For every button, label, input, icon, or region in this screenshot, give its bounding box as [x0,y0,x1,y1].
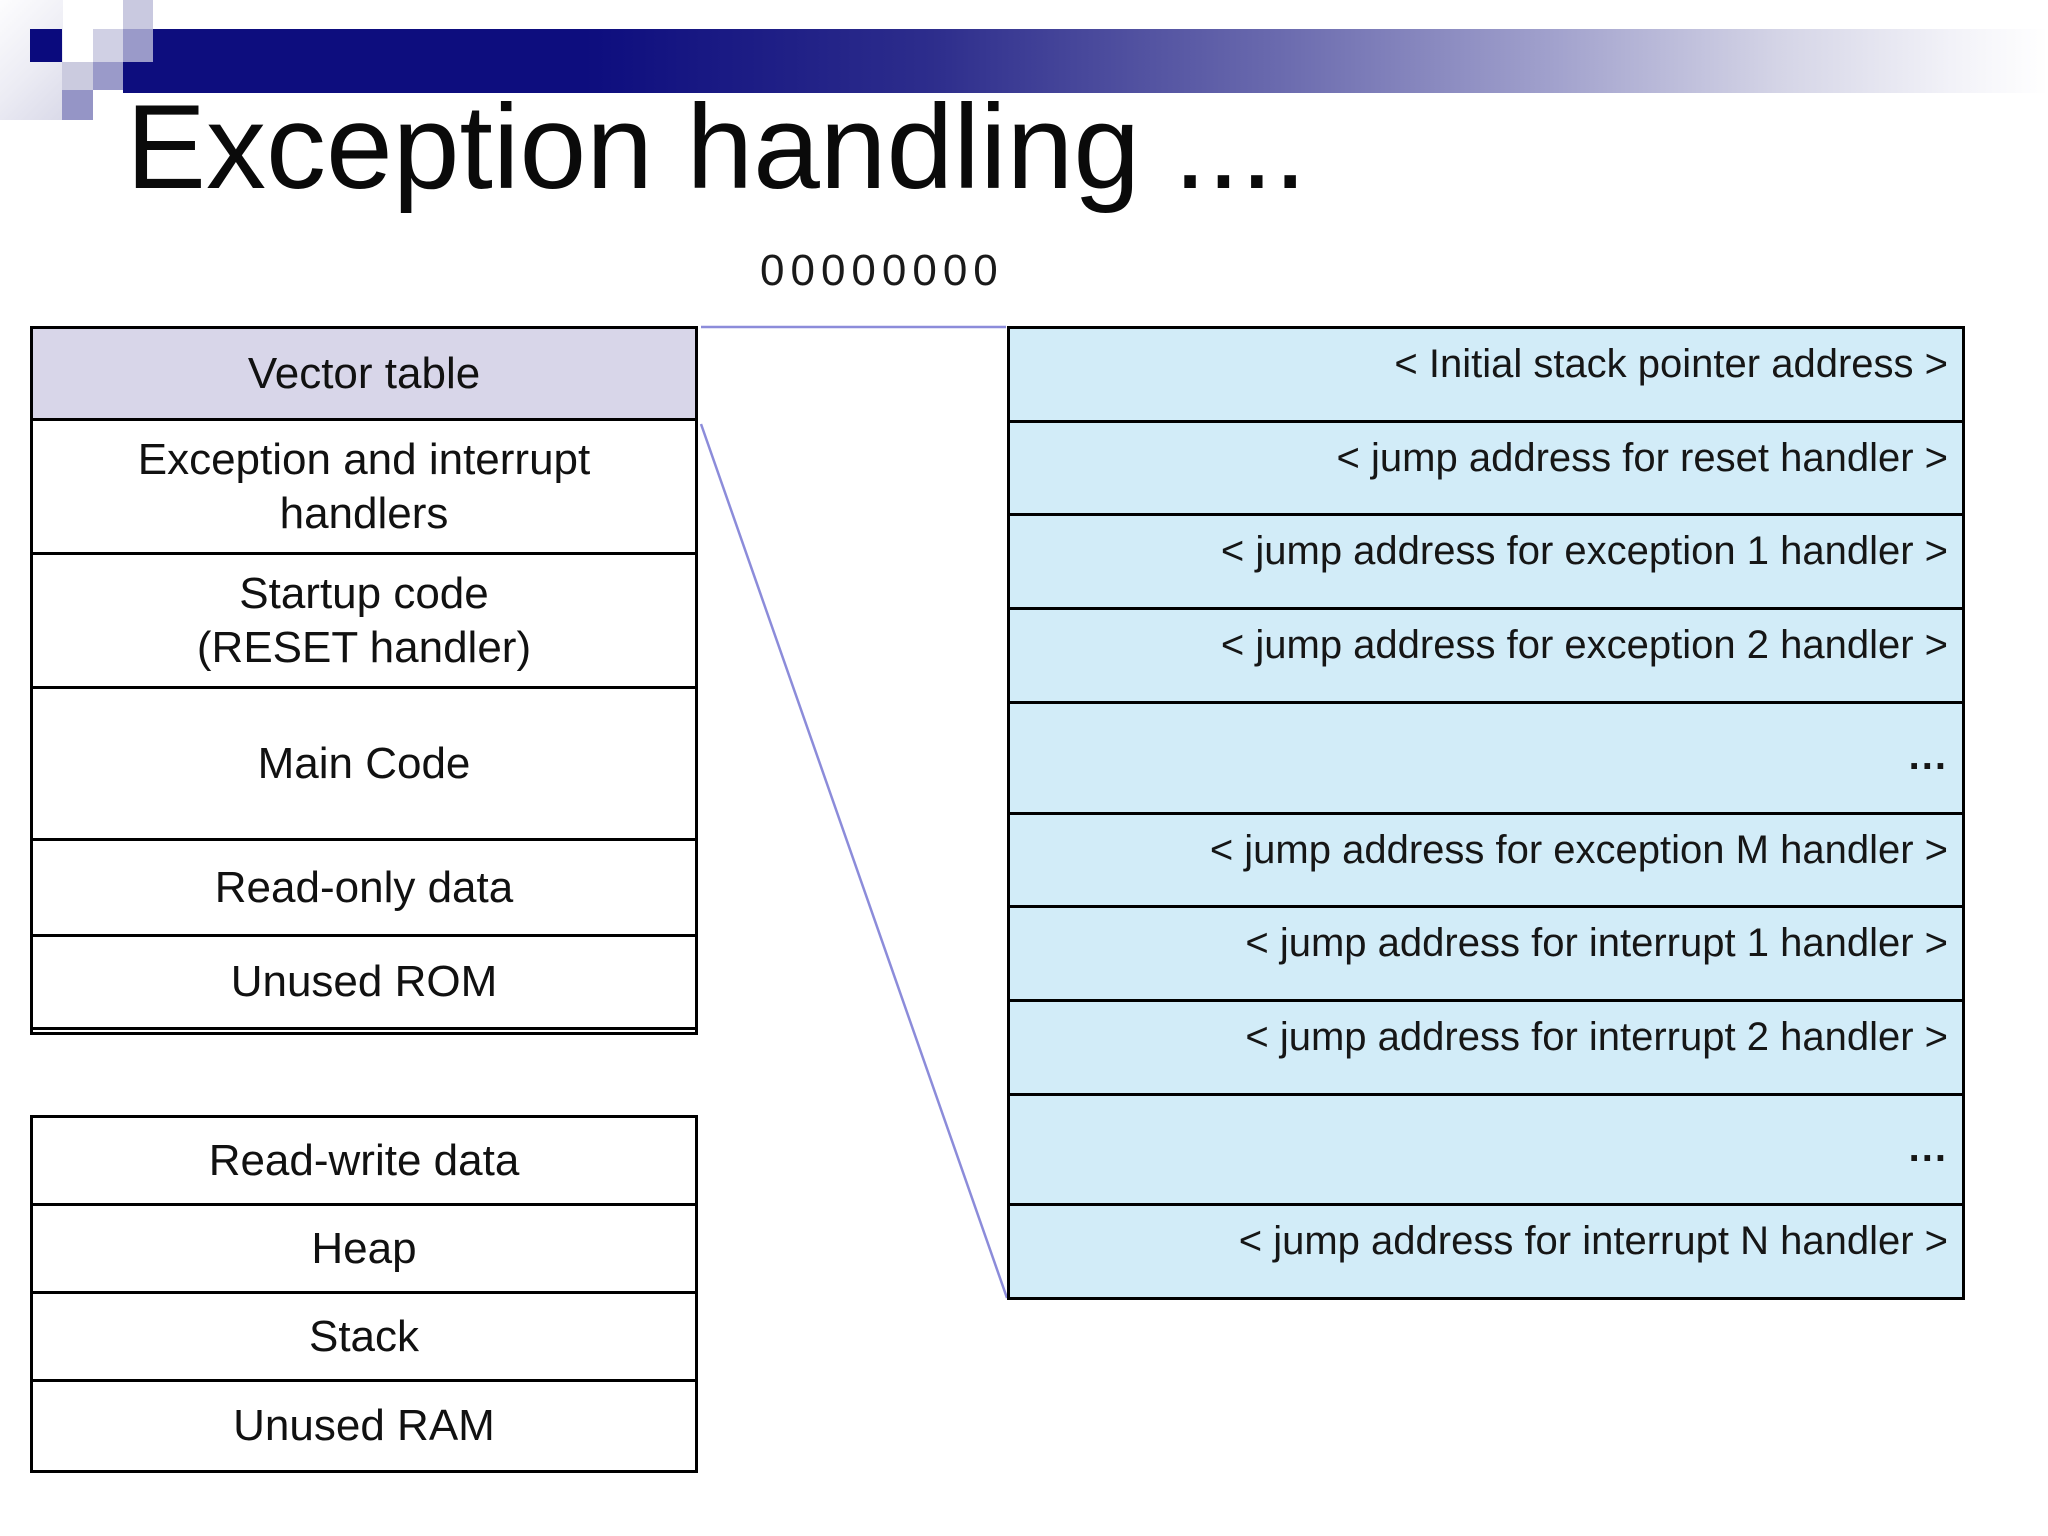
deco-square-medium-3 [62,90,93,120]
deco-square-medium-2 [93,62,123,90]
base-address-label: 00000000 [760,246,1004,295]
vector-row-ellipsis-1: ... [1010,704,1962,815]
vector-row-ellipsis-2: ... [1010,1096,1962,1207]
vector-row-interrupt-n: < jump address for interrupt N handler > [1238,1219,1948,1264]
rom-row-startup-code: Startup code (RESET handler) [33,555,695,689]
vector-row-exception-m: < jump address for exception M handler > [1010,815,1962,909]
rom-row-handlers: Exception and interrupt handlers [33,421,695,555]
ram-row-stack: Stack [33,1294,695,1382]
memory-row-label: Read-write data [208,1135,520,1185]
rom-row-main-code: Main Code [33,689,695,841]
vector-row-interrupt-2: < jump address for interrupt 2 handler > [1010,1002,1962,1096]
rom-row-vector-table: Vector table [33,329,695,421]
memory-row-label: Exception and interrupt handlers [137,434,591,538]
vector-row-interrupt-1: < jump address for interrupt 1 handler > [1010,908,1962,1002]
deco-square-medium [123,29,153,62]
header-bar [123,29,2048,93]
memory-row-label: Unused ROM [230,957,498,1007]
deco-square-light [93,29,123,62]
vector-row-initial-sp: < Initial stack pointer address > [1010,329,1962,423]
deco-square-light-2 [62,62,93,90]
memory-row-label: Read-only data [214,862,514,912]
ram-memory-map-table: Read-write data Heap Stack Unused RAM [30,1115,698,1473]
vector-table-detail: < Initial stack pointer address > < jump… [1007,326,1965,1300]
ram-row-read-write-data: Read-write data [33,1118,695,1206]
connector-line-bottom [699,423,1009,1299]
memory-row-label: Startup code (RESET handler) [196,568,532,672]
rom-memory-map-table: Vector table Exception and interrupt han… [30,326,698,1035]
memory-row-label: Main Code [257,738,471,788]
memory-row-label: Vector table [247,348,481,398]
vector-row-exception-2: < jump address for exception 2 handler > [1010,610,1962,704]
rom-row-read-only-data: Read-only data [33,841,695,937]
ram-row-heap: Heap [33,1206,695,1294]
ram-row-unused-ram: Unused RAM [33,1382,695,1470]
vector-row-reset-handler: < jump address for reset handler > [1010,423,1962,517]
vector-row-exception-1: < jump address for exception 1 handler > [1010,516,1962,611]
memory-row-label: Heap [311,1223,417,1273]
deco-square-navy [30,29,62,62]
slide-title: Exception handling .... [126,80,1307,214]
rom-row-unused-rom: Unused ROM [33,937,695,1030]
memory-row-label: Stack [308,1311,420,1361]
memory-row-label: Unused RAM [233,1401,495,1451]
deco-square-top-strip [123,0,153,29]
